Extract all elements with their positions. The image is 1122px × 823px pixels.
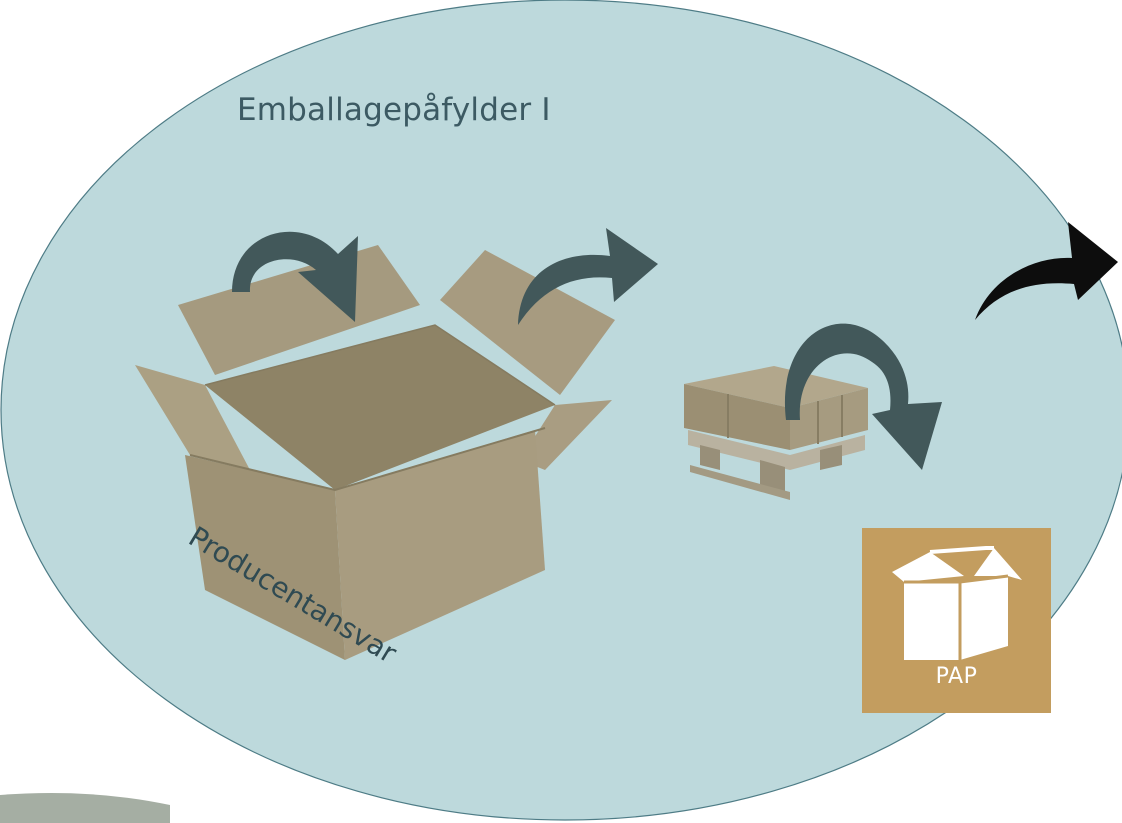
- background-swoosh: [0, 792, 170, 823]
- arrow-pallet-to-pap: [784, 323, 942, 470]
- region-title: Emballagepåfylder I: [237, 92, 551, 128]
- arrow-box-to-pallet: [518, 228, 658, 325]
- open-cardboard-box: [135, 245, 615, 660]
- arrow-exit-region: [975, 222, 1118, 320]
- pap-label: PAP: [935, 664, 978, 689]
- pap-badge: PAP: [862, 528, 1051, 713]
- arrow-into-box: [232, 231, 358, 322]
- pallet-with-boxes: [684, 366, 868, 500]
- open-box-icon: [892, 546, 1022, 660]
